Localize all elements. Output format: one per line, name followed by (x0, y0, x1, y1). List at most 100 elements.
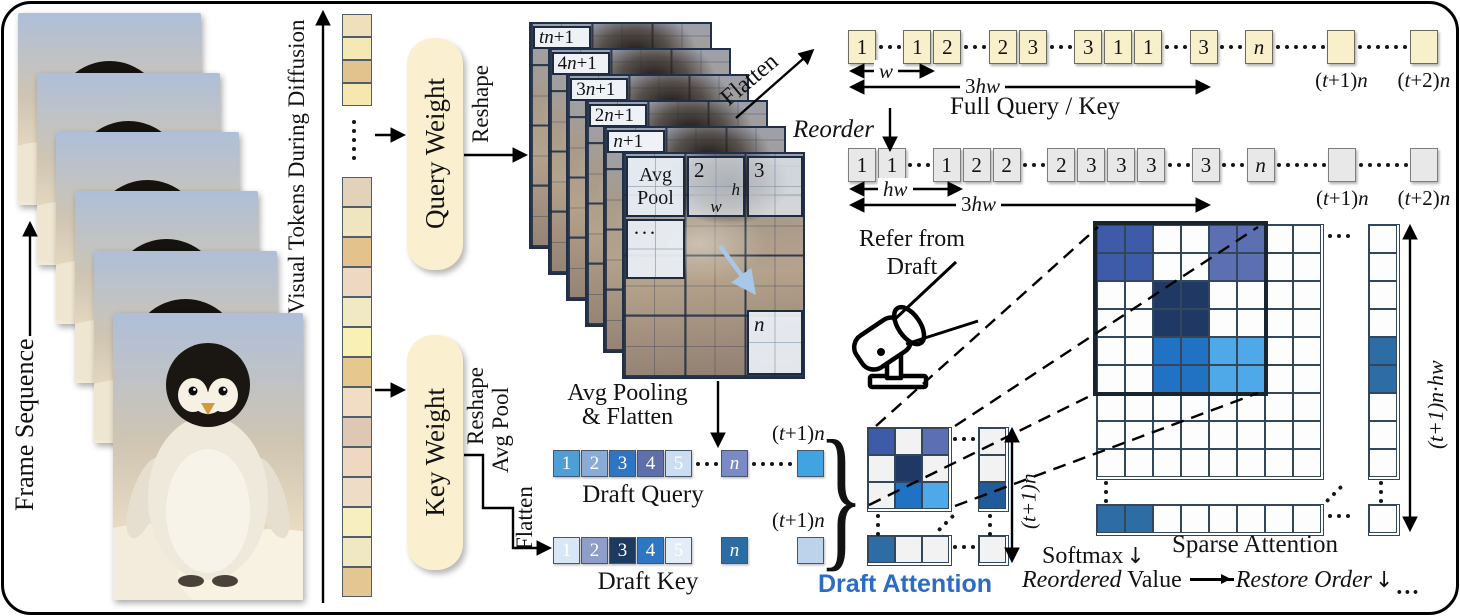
attention-cell (1125, 421, 1153, 449)
dots-run (908, 163, 931, 167)
query-reshape-label: Reshape (468, 65, 493, 143)
visual-token (342, 357, 372, 387)
draft-query-title: Draft Query (582, 481, 704, 508)
attention-cell (1369, 505, 1397, 533)
draft-attention-right-col (978, 427, 1009, 512)
visual-token (342, 537, 372, 567)
value-label: Value (1127, 567, 1182, 593)
draft-attn-row-dots (953, 437, 975, 441)
draft-key-end-label: (t+1)n (772, 508, 825, 532)
attention-cell (1369, 225, 1397, 253)
draft-token: n (721, 450, 748, 477)
dots-run (752, 462, 801, 466)
dots-run (1275, 45, 1325, 49)
sequence-token: 1 (848, 148, 876, 182)
visual-token (342, 267, 372, 297)
down-arrow-icon: ↓ (1374, 568, 1394, 593)
attention-cell (1293, 393, 1321, 421)
dots-run (1358, 163, 1408, 167)
dots-run (1276, 163, 1326, 167)
attention-cell (1265, 225, 1293, 253)
frame-sequence-label: Frame Sequence (10, 338, 39, 512)
reorder-3hw-span-label: 3hw (956, 193, 1002, 215)
visual-token (342, 60, 372, 83)
attention-cell (1097, 449, 1125, 477)
attention-cell (1369, 309, 1397, 337)
visual-token (342, 177, 372, 207)
draft-token: 4 (637, 537, 664, 564)
draft-token: 3 (609, 537, 636, 564)
attention-cell (1209, 253, 1237, 281)
continuation-dots: … (1395, 574, 1422, 600)
reordered-label: Reordered (1022, 567, 1122, 593)
avg-pooling-line: Avg Pooling (567, 380, 688, 406)
spotlight-icon (840, 290, 955, 398)
attention-cell (1209, 337, 1237, 365)
attention-cell (1369, 337, 1397, 365)
sequence-token: 2 (988, 30, 1017, 64)
sequence-token: 3 (1189, 30, 1218, 64)
key-avg-pool-label: Avg Pool (488, 387, 513, 473)
visual-token (342, 417, 372, 447)
attention-cell (1293, 253, 1321, 281)
draft-attention-bottom-row (867, 535, 952, 566)
attention-cell (1237, 309, 1265, 337)
draft-attention-title: Draft Attention (817, 570, 993, 598)
draft-attn-col-dots-2 (988, 514, 992, 536)
sequence-token: 3 (1107, 148, 1136, 182)
attention-cell (1097, 337, 1125, 365)
token-group: 3 (1191, 148, 1220, 182)
attention-cell (868, 428, 895, 455)
attention-cell (1265, 449, 1293, 477)
attention-cell (1237, 393, 1265, 421)
key-weight-box: Key Weight (407, 335, 463, 570)
attention-cell (922, 536, 949, 563)
sequence-token (1409, 30, 1438, 64)
sparse-attention-right-col (1368, 224, 1400, 480)
attention-cell (1181, 365, 1209, 393)
draft-brace: } (818, 407, 865, 585)
attention-cell (1097, 505, 1125, 533)
attention-cell (1209, 421, 1237, 449)
sequence-token: 1 (848, 30, 876, 64)
softmax-label: Softmax (1042, 543, 1124, 569)
attention-cell (1181, 337, 1209, 365)
attention-cell (1369, 421, 1397, 449)
key-reshape-label: Reshape (463, 367, 488, 445)
draft-attn-col-dots-1 (876, 514, 880, 536)
token-group: (t+2)n (1398, 148, 1450, 210)
draft-key-title: Draft Key (597, 568, 699, 595)
attention-cell (1097, 393, 1125, 421)
attention-cell (1209, 309, 1237, 337)
sparse-diag-dots (1324, 484, 1344, 504)
visual-token (342, 297, 372, 327)
sequence-token: 3 (1077, 148, 1106, 182)
attention-cell (1209, 449, 1237, 477)
sequence-token (1409, 148, 1438, 182)
sequence-token: 3 (1018, 30, 1047, 64)
attention-cell (922, 482, 949, 509)
token-group: n (1245, 30, 1274, 64)
attention-cell (1153, 393, 1181, 421)
sequence-token: 1 (1134, 30, 1163, 64)
attention-cell (1265, 253, 1293, 281)
attention-cell (1181, 225, 1209, 253)
attention-cell (868, 536, 895, 563)
reorder-label: Reorder (793, 116, 874, 143)
attention-cell (895, 455, 922, 482)
attention-cell (1097, 365, 1125, 393)
draft-token: 5 (665, 537, 692, 564)
dots-cell: ··· (626, 219, 685, 279)
full-query-key-caption: Full Query / Key (949, 93, 1121, 120)
restore-order-label: Restore Order (1235, 567, 1372, 593)
right-arrow-icon (1189, 574, 1234, 583)
attention-cell (979, 455, 1006, 482)
